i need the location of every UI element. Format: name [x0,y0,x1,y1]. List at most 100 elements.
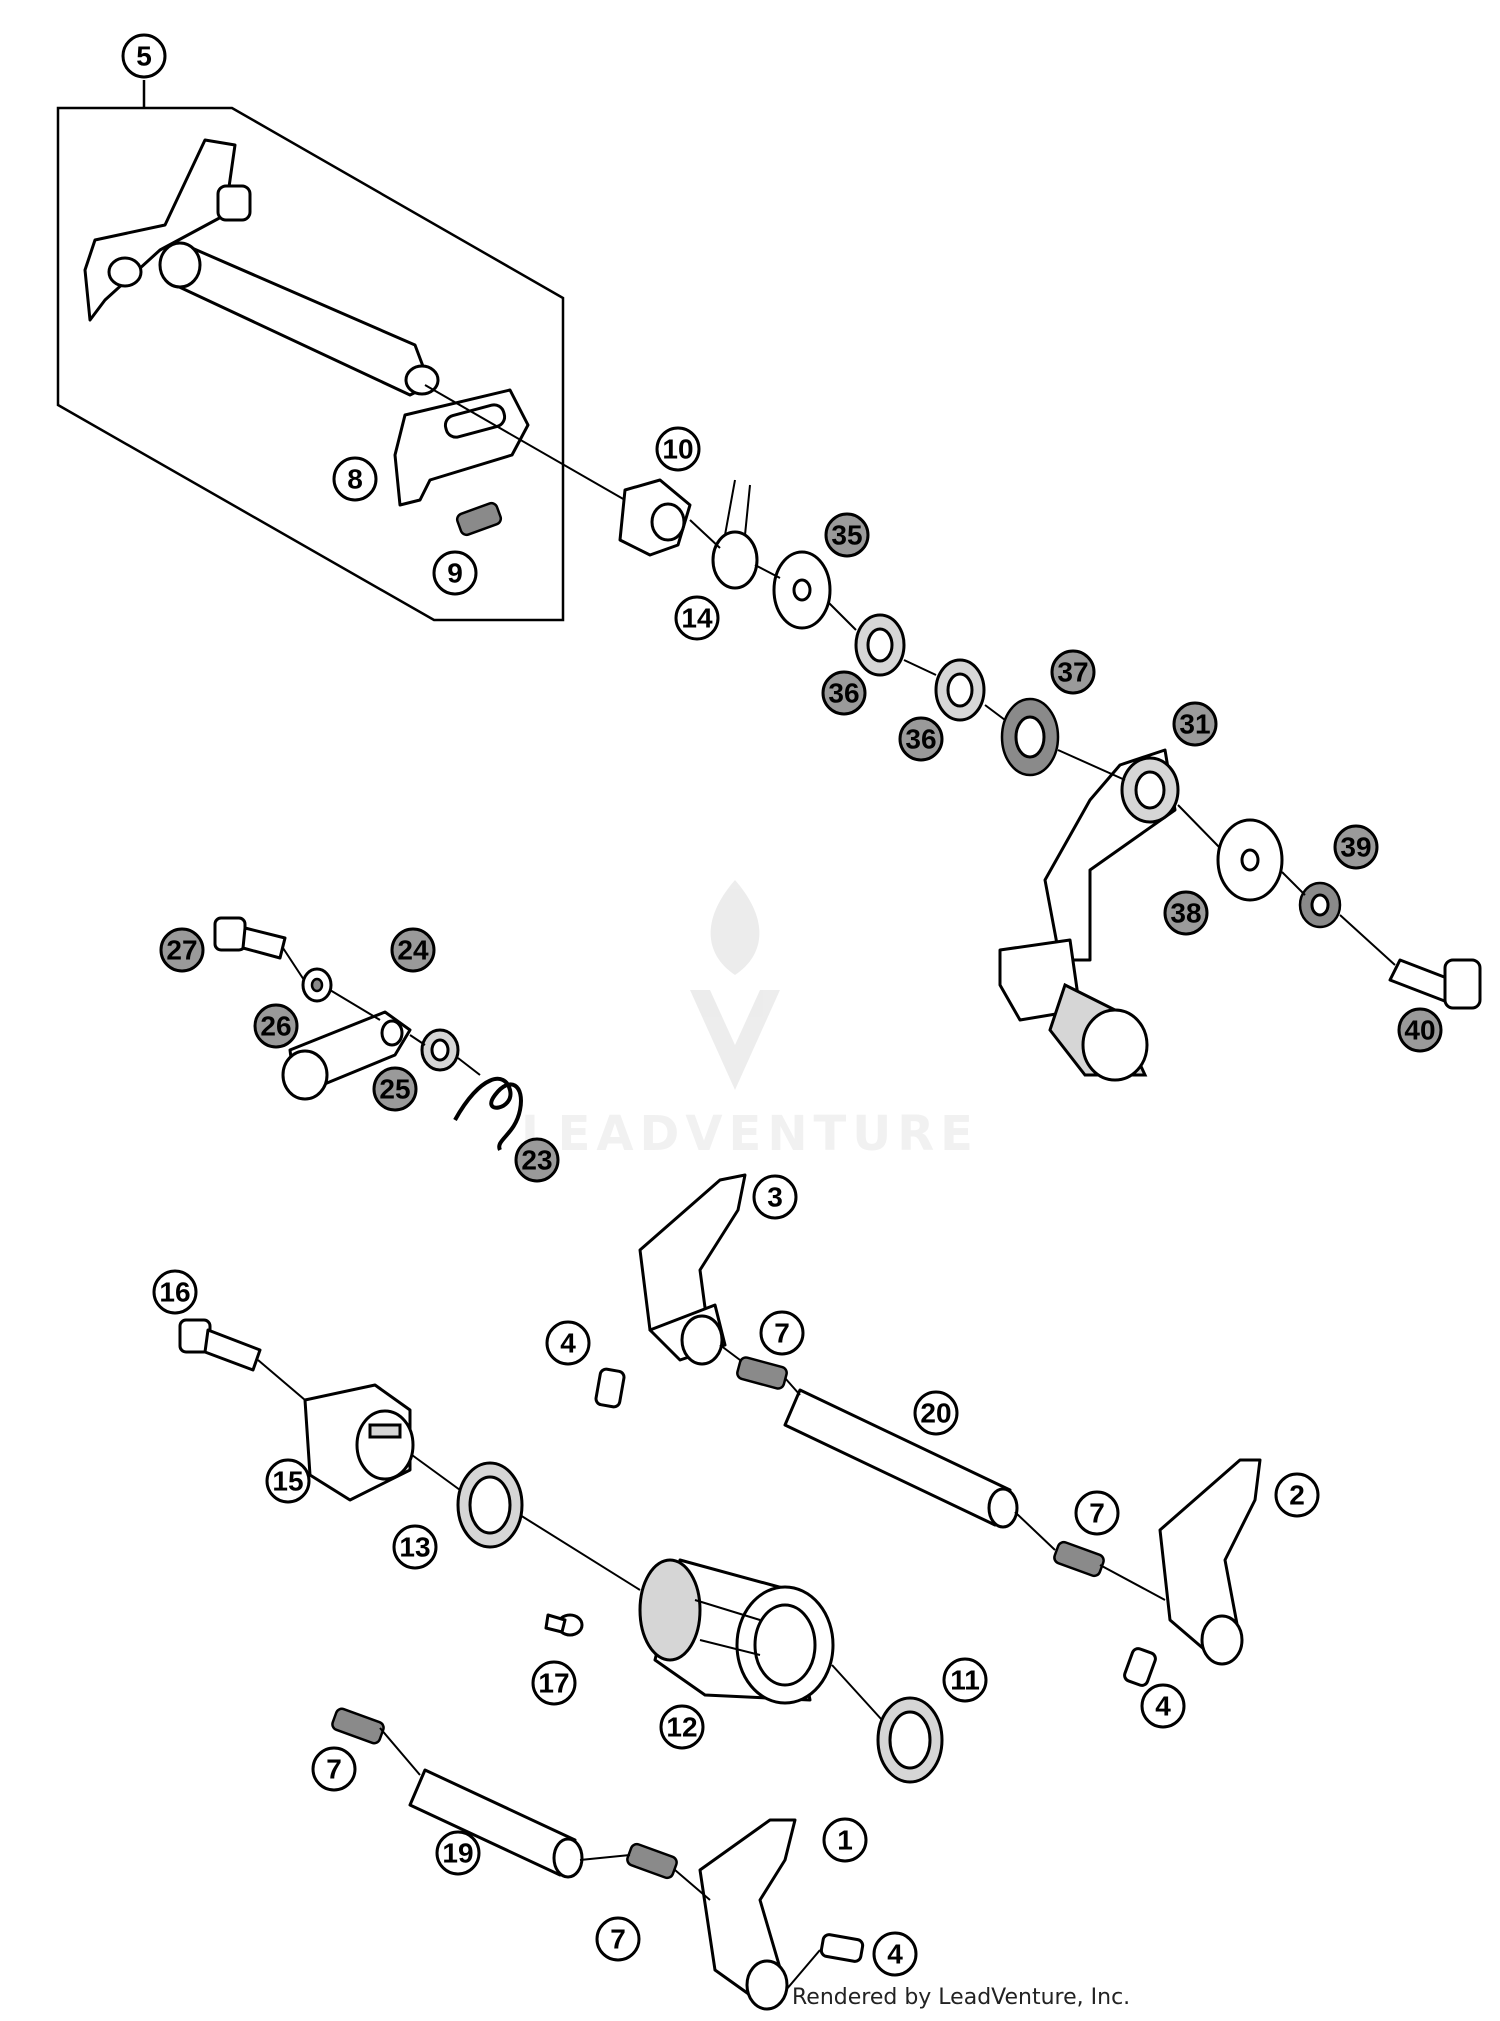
callout-circle [531,1660,577,1706]
callout-39: 39 [1333,824,1379,870]
callout-circle [821,670,867,716]
callout-4: 4 [1140,1683,1186,1729]
callout-label: 31 [1179,709,1210,740]
shift-arm-26 [281,1010,412,1101]
callout-circle [659,1704,705,1750]
callout-3: 3 [752,1174,798,1220]
callout-circle [1333,824,1379,870]
callout-37: 37 [1050,649,1096,695]
callout-35: 35 [824,512,870,558]
washer-35 [772,550,832,630]
pin-4b [1123,1647,1157,1687]
callout-circle [824,512,870,558]
callout-label: 15 [272,1466,303,1497]
callout-label: 17 [538,1668,569,1699]
callout-15: 15 [265,1458,311,1504]
bolt-40 [1388,958,1482,1010]
callout-label: 16 [159,1277,190,1308]
callout-circle [390,927,436,973]
bearing-36b [934,658,986,722]
callout-circle [1397,1007,1443,1053]
callout-7: 7 [1074,1490,1120,1536]
callout-circle [872,1931,918,1977]
callout-16: 16 [152,1269,198,1315]
roller-25 [420,1028,460,1072]
screw-17 [544,1613,584,1637]
pin-4c [819,1933,865,1963]
callout-label: 3 [767,1182,783,1213]
shift-guide [618,478,692,557]
shift-cam-15 [303,1383,415,1502]
callout-circle [545,1320,591,1366]
callout-24: 24 [390,927,436,973]
callout-circle [152,1269,198,1315]
callout-19: 19 [435,1830,481,1876]
callout-36: 36 [898,716,944,762]
callout-label: 5 [136,41,152,72]
callout-circle [1163,890,1209,936]
callout-circle [1050,649,1096,695]
shift-shaft [83,138,440,397]
callout-label: 38 [1170,898,1201,929]
bolt-27 [213,916,287,960]
callout-label: 7 [610,1924,626,1955]
callout-23: 23 [514,1137,560,1183]
footer-credit: Rendered by LeadVenture, Inc. [792,1985,1131,2010]
callout-label: 25 [379,1074,410,1105]
callout-label: 26 [260,1011,291,1042]
callout-20: 20 [913,1390,959,1436]
spring-7c [331,1707,385,1745]
callout-label: 7 [326,1754,342,1785]
callout-circle [822,1817,868,1863]
washer-24 [301,967,333,1003]
callout-circle [121,33,167,79]
spring-7a [736,1356,788,1390]
callout-7: 7 [595,1916,641,1962]
shift-fork-3 [638,1173,747,1366]
callout-label: 19 [442,1838,473,1869]
torsion-spring [711,479,759,590]
callout-circle [759,1310,805,1356]
callout-label: 2 [1289,1480,1305,1511]
callout-label: 27 [166,935,197,966]
callout-circle [253,1003,299,1049]
callout-9: 9 [432,550,478,596]
shift-fork-2 [1158,1458,1262,1666]
callout-label: 39 [1340,832,1371,863]
shift-lever [998,748,1180,1082]
callout-circle [913,1390,959,1436]
callout-27: 27 [159,927,205,973]
callout-label: 20 [920,1398,951,1429]
callout-8: 8 [332,456,378,502]
callout-4: 4 [872,1931,918,1977]
callout-label: 35 [831,520,862,551]
callout-label: 7 [1089,1498,1105,1529]
callout-circle [435,1830,481,1876]
shift-drum-12 [638,1558,835,1705]
callout-circle [514,1137,560,1183]
fork-rod-20 [783,1388,1019,1529]
callout-circle [392,1524,438,1570]
spring-7b [1053,1540,1105,1578]
callout-circle [655,426,701,472]
seal-37 [1000,697,1060,777]
callout-36: 36 [821,670,867,716]
callout-label: 14 [681,603,713,634]
callout-label: 37 [1057,657,1088,688]
callout-10: 10 [655,426,701,472]
callout-2: 2 [1274,1472,1320,1518]
callout-4: 4 [545,1320,591,1366]
spring-23 [453,1076,523,1151]
assembly-outline-5 [56,80,565,622]
watermark-text: LEADVENTURE [521,1106,979,1162]
plate-spring [455,501,503,537]
callout-17: 17 [531,1660,577,1706]
callout-26: 26 [253,1003,299,1049]
callout-label: 13 [399,1532,430,1563]
washer-13 [456,1461,524,1549]
shift-plate [393,388,530,507]
callout-circle [265,1458,311,1504]
callout-label: 4 [887,1939,903,1970]
